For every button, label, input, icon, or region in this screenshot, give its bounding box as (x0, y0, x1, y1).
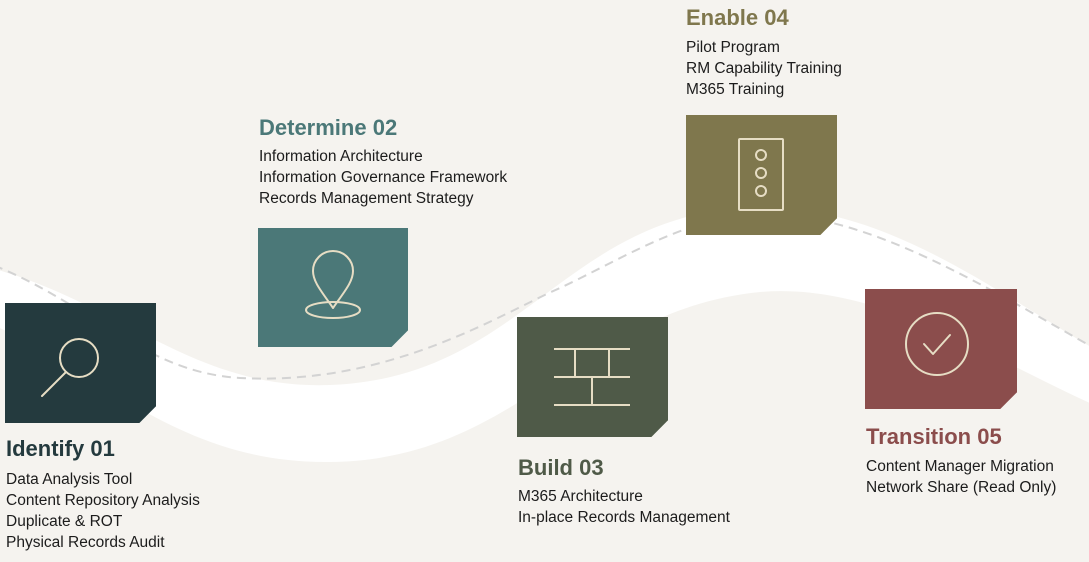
roadmap-dashed-line (0, 212, 1089, 380)
list-item: Data Analysis Tool (6, 471, 133, 488)
brick-wall-icon (554, 348, 630, 406)
list-item: Records Management Strategy (259, 190, 474, 207)
list-item: Content Manager Migration (866, 458, 1054, 475)
build-title: Build 03 (518, 455, 604, 480)
build-icon-tile (517, 317, 668, 437)
traffic-light-icon (738, 138, 784, 211)
determine-item-list: Information Architecture Information Gov… (259, 146, 507, 209)
build-item-list: M365 Architecture In-place Records Manag… (518, 486, 730, 528)
determine-icon-tile (258, 228, 408, 347)
determine-title: Determine 02 (259, 115, 398, 140)
identify-icon-tile (5, 303, 156, 423)
enable-item-list: Pilot Program RM Capability Training M36… (686, 37, 842, 100)
list-item: Information Architecture (259, 148, 423, 165)
list-item: M365 Architecture (518, 488, 643, 505)
list-item: Content Repository Analysis (6, 492, 200, 509)
list-item: Duplicate & ROT (6, 513, 123, 530)
list-item: Physical Records Audit (6, 534, 165, 551)
list-item: In-place Records Management (518, 509, 730, 526)
map-pin-icon (305, 250, 361, 319)
search-icon (41, 338, 99, 397)
list-item: Information Governance Framework (259, 169, 508, 186)
transition-title: Transition 05 (866, 424, 1002, 449)
transition-icon-tile (865, 289, 1017, 409)
transition-item-list: Content Manager Migration Network Share … (866, 456, 1056, 498)
enable-title: Enable 04 (686, 5, 789, 30)
identify-item-list: Data Analysis Tool Content Repository An… (6, 469, 200, 553)
list-item: Pilot Program (686, 39, 780, 56)
list-item: RM Capability Training (686, 60, 842, 77)
list-item: M365 Training (686, 81, 785, 98)
list-item: Network Share (Read Only) (866, 479, 1057, 496)
identify-title: Identify 01 (6, 436, 115, 461)
enable-icon-tile (686, 115, 837, 235)
check-circle-icon (905, 312, 969, 376)
